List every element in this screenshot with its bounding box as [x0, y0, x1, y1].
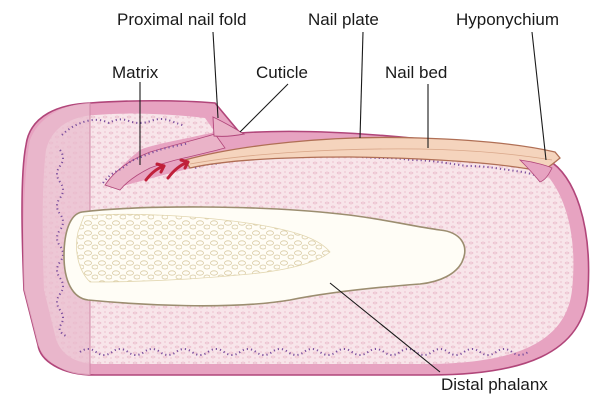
label-hyponychium: Hyponychium — [456, 10, 559, 29]
label-nail-bed: Nail bed — [385, 63, 447, 82]
label-cuticle: Cuticle — [256, 63, 308, 82]
label-nail-plate: Nail plate — [308, 10, 379, 29]
label-distal-phalanx: Distal phalanx — [441, 375, 548, 394]
leader-hyponychium — [532, 32, 546, 160]
leader-cuticle — [240, 84, 288, 132]
label-proximal-nail-fold: Proximal nail fold — [117, 10, 246, 29]
leader-nail-plate — [360, 32, 363, 138]
label-matrix: Matrix — [112, 63, 159, 82]
